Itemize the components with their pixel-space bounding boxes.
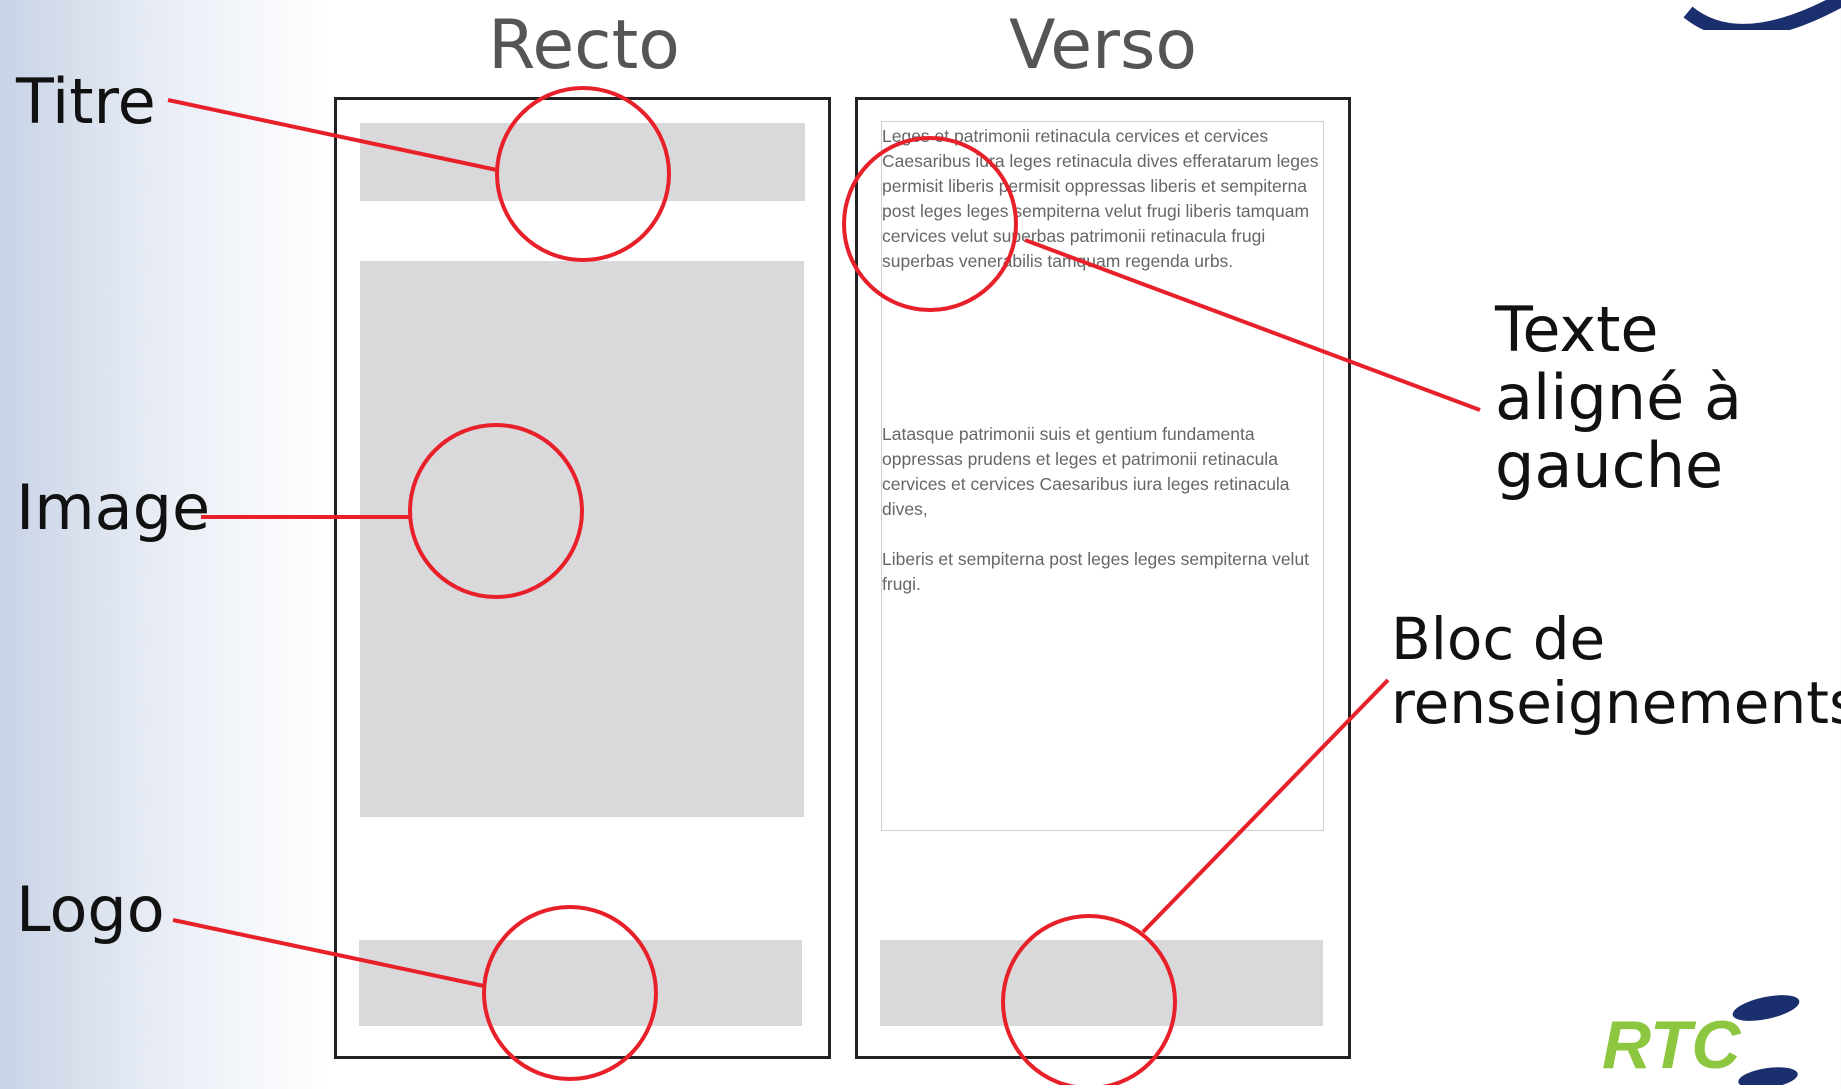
corner-swoosh-graphic bbox=[1683, 0, 1841, 30]
logo-leader-line bbox=[172, 918, 485, 988]
texte-label-line-2: aligné à bbox=[1495, 361, 1742, 435]
verso-paragraph-3: Liberis et sempiterna post leges leges s… bbox=[882, 549, 1310, 594]
verso-panel bbox=[855, 97, 1351, 1059]
titre-label: Titre bbox=[16, 65, 156, 138]
rtc-logo: RTC bbox=[1596, 994, 1841, 1089]
logo-circle bbox=[482, 905, 658, 1081]
verso-paragraph-1: Leges et patrimonii retinacula cervices … bbox=[882, 126, 1319, 271]
recto-image-block bbox=[360, 261, 804, 817]
recto-heading: Recto bbox=[488, 6, 680, 85]
texte-label-line-1: Texte bbox=[1495, 293, 1659, 366]
texte-label-line-3: gauche bbox=[1495, 429, 1724, 503]
verso-heading: Verso bbox=[1008, 6, 1198, 85]
bloc-circle bbox=[1001, 914, 1177, 1085]
bloc-label: Bloc de renseignements bbox=[1391, 605, 1841, 737]
titre-leader-line bbox=[167, 98, 498, 172]
texte-label: Texte aligné à gauche bbox=[1495, 293, 1742, 503]
recto-title-block bbox=[360, 123, 805, 201]
verso-info-block bbox=[880, 940, 1323, 1026]
bloc-label-line-2: renseignements bbox=[1391, 668, 1841, 737]
bloc-leader-line bbox=[1141, 678, 1390, 934]
rtc-logo-text: RTC bbox=[1602, 1007, 1741, 1083]
texte-leader-line bbox=[1024, 238, 1481, 412]
logo-label: Logo bbox=[16, 873, 165, 946]
recto-logo-block bbox=[359, 940, 802, 1026]
image-label: Image bbox=[16, 471, 211, 544]
verso-paragraph-2: Latasque patrimonii suis et gentium fund… bbox=[882, 424, 1290, 519]
texte-circle bbox=[842, 136, 1018, 312]
image-circle bbox=[408, 423, 584, 599]
titre-circle bbox=[495, 86, 671, 262]
bloc-label-line-1: Bloc de bbox=[1391, 605, 1606, 673]
rtc-logo-graphic: RTC bbox=[1602, 995, 1800, 1089]
verso-text-frame bbox=[881, 121, 1324, 831]
